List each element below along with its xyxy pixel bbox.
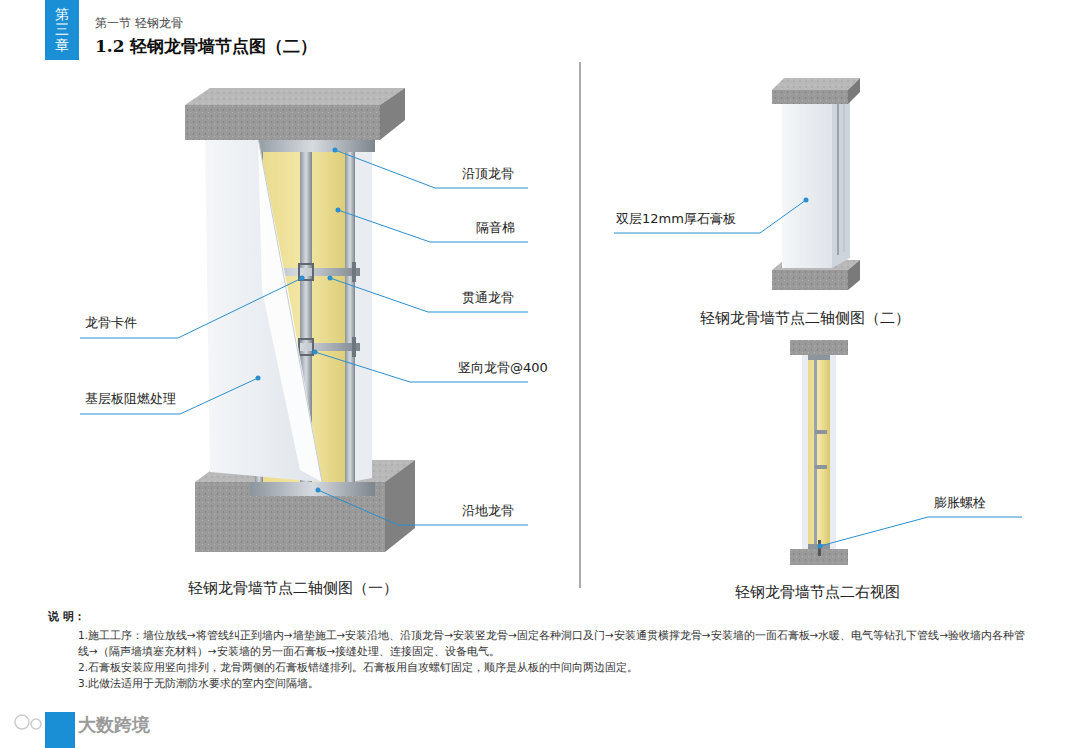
section-heading: 第一节 轻钢龙骨 <box>95 16 183 31</box>
figure-caption: 轻钢龙骨墙节点二右视图 <box>735 583 900 602</box>
figure-caption: 轻钢龙骨墙节点二轴侧图（二） <box>700 309 910 328</box>
callout-label: 膨胀螺栓 <box>934 495 986 511</box>
callout-label: 基层板阻燃处理 <box>85 391 176 407</box>
chapter-label: 第三章 <box>55 7 69 53</box>
chapter-tab: 第三章 <box>45 0 79 60</box>
note-text: 1.施工工序：墙位放线→将管线纠正到墙内→墙垫施工→安装沿地、沿顶龙骨→安装竖龙… <box>78 627 1033 659</box>
page-title: 1.2 轻钢龙骨墙节点图（二） <box>95 36 318 57</box>
note-text: 2.石膏板安装应用竖向排列，龙骨两侧的石膏板错缝排列。石膏板用自攻螺钉固定，顺序… <box>78 659 1033 675</box>
figure-caption: 轻钢龙骨墙节点二轴侧图（一） <box>188 579 398 598</box>
notes-heading: 说 明： <box>48 610 85 624</box>
callout-label: 沿顶龙骨 <box>462 166 514 182</box>
note-text: 3.此做法适用于无防潮防水要求的室内空间隔墙。 <box>78 675 1033 691</box>
callout-label: 隔音棉 <box>476 220 515 236</box>
callout-label: 竖向龙骨@400 <box>458 360 548 376</box>
callout-label: 龙骨卡件 <box>85 315 137 331</box>
callout-label: 贯通龙骨 <box>462 290 514 306</box>
callout-label: 沿地龙骨 <box>462 503 514 519</box>
watermark: 大数跨境 <box>78 714 150 737</box>
callout-label: 双层12mm厚石膏板 <box>616 211 736 227</box>
